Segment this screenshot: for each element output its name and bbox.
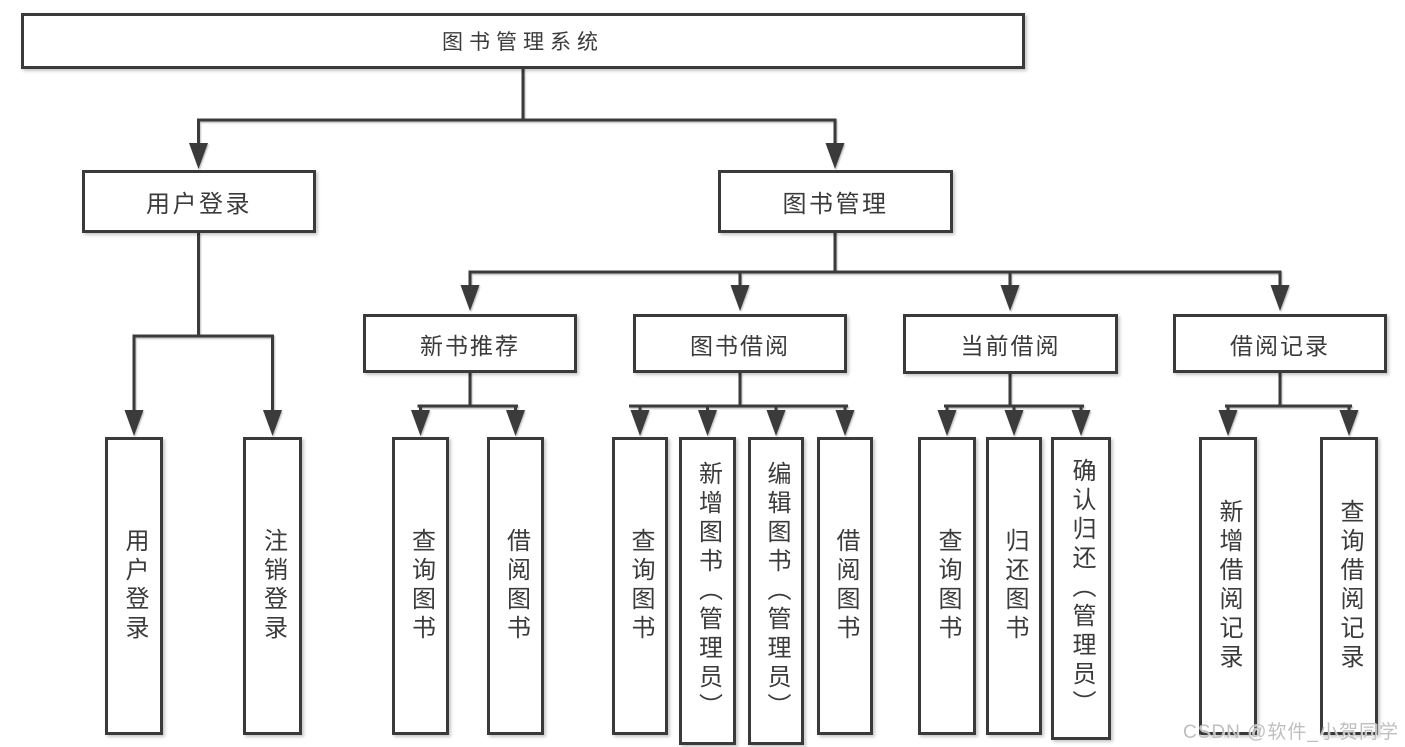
node-book-management: 图书管理	[718, 170, 953, 233]
node-borrowing-records: 借阅记录	[1173, 314, 1387, 373]
leaf-query-borrowing-record: 查询借阅记录	[1320, 437, 1378, 735]
connector-tree	[124, 68, 1359, 436]
leaf-query-books-current: 查询图书	[918, 437, 976, 735]
leaf-return-books: 归还图书	[986, 437, 1042, 735]
node-current-borrowing: 当前借阅	[903, 314, 1118, 374]
leaf-add-borrowing-record: 新增借阅记录	[1199, 437, 1257, 735]
node-new-book-recommendation: 新书推荐	[363, 314, 577, 373]
leaf-query-books-borrowing: 查询图书	[612, 437, 668, 735]
leaf-borrow-books-recommend: 借阅图书	[487, 437, 544, 735]
leaf-user-login: 用户登录	[105, 437, 163, 735]
connector-lines	[132, 68, 1352, 412]
watermark: CSDN @软件_小贺同学	[1183, 722, 1399, 743]
leaf-confirm-return-admin: 确认归还（管理员）	[1051, 437, 1111, 740]
leaf-logout: 注销登录	[243, 437, 302, 735]
node-book-borrowing: 图书借阅	[633, 314, 847, 373]
leaf-borrow-books-borrowing: 借阅图书	[817, 437, 873, 735]
connector-arrowheads	[124, 143, 1359, 436]
leaf-add-book-admin: 新增图书（管理员）	[679, 437, 736, 745]
leaf-query-books-recommend: 查询图书	[392, 437, 449, 735]
leaf-edit-book-admin: 编辑图书（管理员）	[748, 437, 804, 745]
node-user-login: 用户登录	[82, 170, 316, 233]
node-root: 图书管理系统	[21, 13, 1025, 69]
